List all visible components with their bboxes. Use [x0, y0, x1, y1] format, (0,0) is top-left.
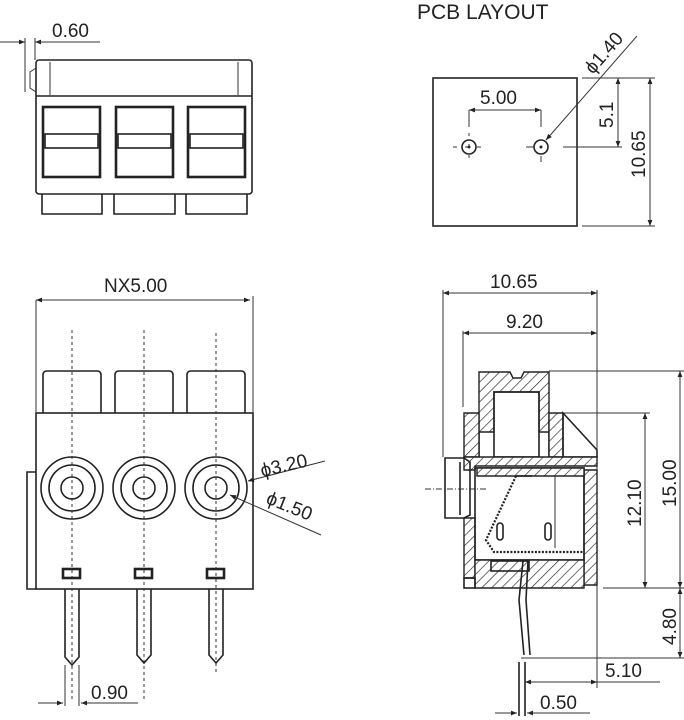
dim-pin-offset: 5.10 — [525, 661, 660, 685]
front-view: NX5.00 ϕ3.20 — [26, 276, 326, 706]
top-cell-1 — [41, 105, 102, 179]
dim-total-height-label: 15.00 — [660, 459, 681, 507]
dim-pin-offset-label: 5.10 — [605, 661, 642, 682]
dim-inner-depth: 9.20 — [462, 312, 597, 407]
dim-total-width-label: NX5.00 — [104, 276, 167, 297]
dim-hole-offset-label: 5.1 — [597, 102, 618, 128]
dim-pin-width: 0.90 — [38, 665, 138, 706]
dim-body-height: 12.10 — [563, 412, 650, 588]
dim-pin-length: 4.80 — [521, 588, 684, 659]
dim-pin-thickness: 0.50 — [495, 693, 590, 716]
pcb-layout-title: PCB LAYOUT — [417, 1, 549, 24]
dim-outer-diameter: ϕ3.20 — [247, 451, 326, 482]
dim-pitch-label: 5.00 — [480, 88, 517, 109]
dim-inner-diameter: ϕ1.50 — [229, 488, 322, 536]
pcb-hole-2 — [526, 139, 549, 162]
wire-entry-1 — [40, 456, 104, 520]
side-view: 10.65 9.20 — [425, 272, 684, 716]
dim-body-height-label: 12.10 — [625, 479, 646, 527]
dim-depth: 10.65 — [582, 78, 655, 227]
top-cell-3 — [186, 105, 247, 179]
top-cell-2 — [114, 105, 175, 179]
dim-hole-diameter: ϕ1.40 — [545, 29, 638, 141]
dim-pitch: 5.00 — [468, 88, 542, 127]
dim-hole-offset: 5.1 — [563, 77, 655, 148]
dim-depth-label: 10.65 — [629, 130, 650, 178]
dim-side-depth-label: 10.65 — [490, 272, 538, 293]
dim-pin-length-label: 4.80 — [660, 608, 681, 645]
dim-pin-thickness-label: 0.50 — [540, 693, 577, 714]
pcb-hole-1 — [453, 133, 485, 162]
dim-pin-width-label: 0.90 — [91, 683, 128, 704]
wire-entry-3 — [184, 456, 248, 520]
wire-entry-2 — [112, 456, 176, 520]
dim-total-height: 15.00 — [549, 370, 684, 589]
dim-inner-diameter-label: ϕ1.50 — [263, 488, 315, 525]
dim-inner-depth-label: 9.20 — [506, 312, 543, 333]
pcb-layout-view: PCB LAYOUT 5.00 ϕ1.40 — [417, 1, 655, 227]
dim-offset-label: 0.60 — [52, 21, 89, 42]
dim-side-depth: 10.65 — [442, 272, 598, 688]
dim-hole-diameter-label: ϕ1.40 — [581, 29, 628, 79]
dim-offset: 0.60 — [0, 21, 100, 92]
dim-total-width: NX5.00 — [35, 276, 254, 412]
top-view: 0.60 — [0, 21, 253, 215]
dim-outer-diameter-label: ϕ3.20 — [258, 451, 309, 482]
